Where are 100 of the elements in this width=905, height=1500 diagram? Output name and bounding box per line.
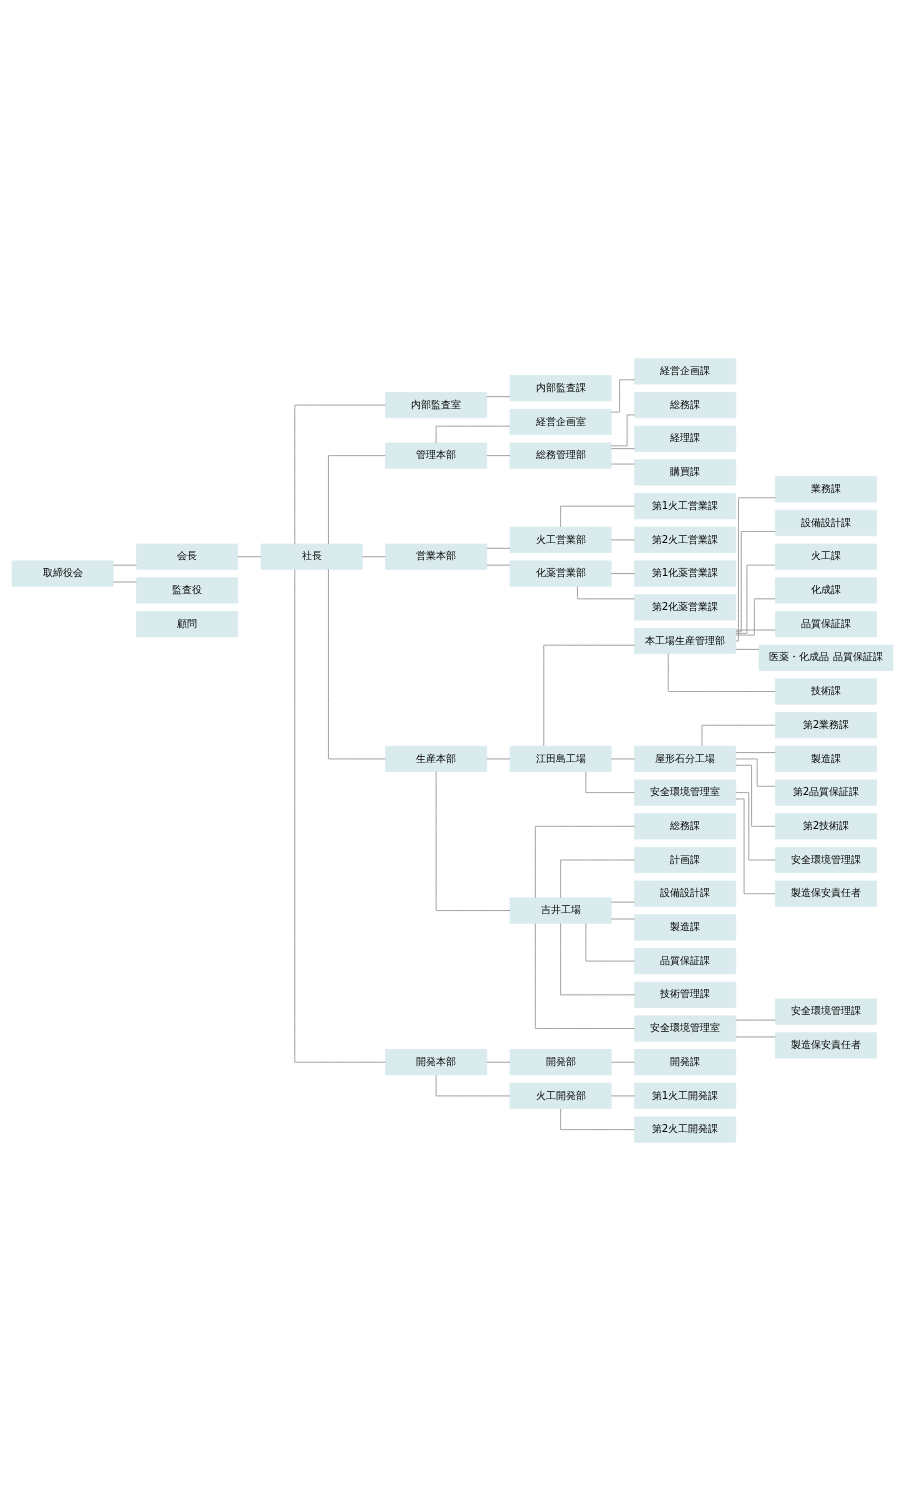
node-box: 社長 xyxy=(260,543,363,570)
node-box: 安全環境管理課 xyxy=(775,846,877,873)
connector xyxy=(294,404,386,545)
node-box: 取締役会 xyxy=(11,559,114,587)
node-box: 第2化薬営業課 xyxy=(634,593,737,620)
node-box: 営業本部 xyxy=(385,543,488,570)
connector xyxy=(435,1074,511,1096)
node-box: 経理課 xyxy=(634,425,737,452)
node-box: 吉井工場 xyxy=(509,896,612,924)
connector xyxy=(735,764,776,827)
connector xyxy=(735,648,760,650)
connector xyxy=(328,568,386,759)
node-box: 屋形石分工場 xyxy=(634,745,737,772)
node-box: 火工開発部 xyxy=(509,1082,612,1109)
node-box: 第1化薬営業課 xyxy=(634,559,737,587)
node-box: 監査役 xyxy=(136,576,239,604)
node-box: 総務管理部 xyxy=(509,442,612,469)
connector xyxy=(560,859,635,898)
connector xyxy=(543,644,635,746)
node-box: 業務課 xyxy=(775,475,877,502)
node-box: 第1火工営業課 xyxy=(634,492,737,519)
connector xyxy=(610,447,635,449)
node-box: 購買課 xyxy=(634,458,737,486)
node-box: 経営企画室 xyxy=(509,408,612,435)
node-box: 火工課 xyxy=(775,543,877,570)
connector xyxy=(486,757,511,759)
node-box: 第2火工開発課 xyxy=(634,1116,737,1143)
node-box: 総務課 xyxy=(634,391,737,418)
node-box: 製造保安責任者 xyxy=(775,880,877,907)
node-box: 開発部 xyxy=(509,1048,612,1075)
connector xyxy=(560,1107,635,1130)
connector xyxy=(610,538,635,540)
connector xyxy=(735,791,776,860)
node-box: 計画課 xyxy=(634,846,737,873)
connector xyxy=(610,463,635,465)
node-box: 開発本部 xyxy=(385,1048,488,1075)
connector xyxy=(735,496,776,641)
connector xyxy=(610,918,635,919)
node-box: 製造課 xyxy=(634,913,737,941)
node-box: 経営企画課 xyxy=(634,357,737,384)
connector xyxy=(735,1035,776,1037)
connector xyxy=(435,425,511,443)
node-box: 設備設計課 xyxy=(775,509,877,536)
node-box: 安全環境管理室 xyxy=(634,1014,737,1042)
connector xyxy=(534,922,635,1029)
node-box: 火工営業部 xyxy=(509,526,612,553)
node-box: 生産本部 xyxy=(385,745,488,772)
node-box: 品質保証課 xyxy=(634,947,737,974)
connector xyxy=(585,770,635,793)
connector xyxy=(486,1061,511,1063)
node-box: 技術管理課 xyxy=(634,981,737,1008)
node-box: 顧問 xyxy=(136,610,239,637)
node-box: 品質保証課 xyxy=(775,610,877,637)
node-box: 製造保安責任者 xyxy=(775,1031,877,1058)
connector xyxy=(735,564,776,634)
connector xyxy=(667,652,776,692)
connector xyxy=(585,922,635,962)
connector xyxy=(486,454,511,456)
node-box: 製造課 xyxy=(775,745,877,772)
connector xyxy=(534,825,635,898)
connector xyxy=(701,724,776,746)
connector xyxy=(735,597,776,636)
connector xyxy=(237,555,262,557)
node-box: 設備設計課 xyxy=(634,880,737,907)
connector xyxy=(735,629,776,630)
node-box: 安全環境管理課 xyxy=(775,998,877,1025)
node-box: 医薬・化成品 品質保証課 xyxy=(758,644,894,671)
connector xyxy=(735,751,776,753)
connector xyxy=(112,581,137,582)
node-box: 本工場生産管理部 xyxy=(634,627,737,654)
connector xyxy=(486,547,511,549)
node-box: 内部監査室 xyxy=(385,391,488,418)
connector xyxy=(486,395,511,397)
connector xyxy=(328,454,386,544)
connector xyxy=(560,505,635,527)
node-box: 会長 xyxy=(136,543,239,570)
connector xyxy=(735,530,776,632)
node-box: 第2技術課 xyxy=(775,812,877,839)
node-box: 管理本部 xyxy=(385,442,488,469)
connector xyxy=(577,585,635,599)
node-box: 技術課 xyxy=(775,677,877,705)
connector xyxy=(610,413,635,446)
connector xyxy=(610,1061,635,1063)
connector xyxy=(361,555,386,557)
node-box: 総務課 xyxy=(634,812,737,839)
node-box: 化成課 xyxy=(775,576,877,604)
node-box: 内部監査課 xyxy=(509,374,612,401)
connector xyxy=(486,564,511,566)
connector xyxy=(294,568,386,1063)
connector xyxy=(610,572,635,574)
connector xyxy=(610,901,635,903)
node-box: 化薬営業部 xyxy=(509,559,612,587)
node-box: 第2火工営業課 xyxy=(634,526,737,553)
node-box: 第2品質保証課 xyxy=(775,779,877,806)
connector xyxy=(610,757,635,759)
connector xyxy=(735,1019,776,1021)
connector xyxy=(735,797,776,894)
connector xyxy=(435,770,511,911)
node-box: 第2業務課 xyxy=(775,711,877,738)
node-box: 開発課 xyxy=(634,1048,737,1075)
